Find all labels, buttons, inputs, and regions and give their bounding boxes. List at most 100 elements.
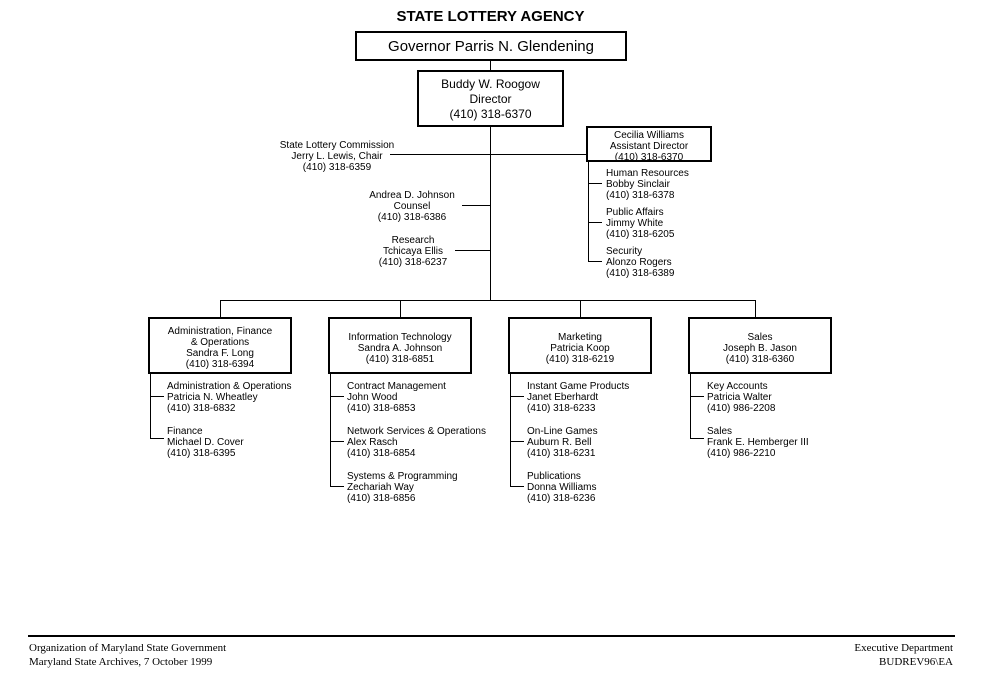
unit-person: Alex Rasch xyxy=(347,437,398,448)
commission-name: State Lottery Commission xyxy=(279,140,395,151)
unit-name: Sales xyxy=(707,426,733,437)
unit-name: On-Line Games xyxy=(527,426,598,437)
footer-left: Organization of Maryland State Governmen… xyxy=(29,641,226,669)
counsel-name: Andrea D. Johnson xyxy=(369,190,455,201)
unit-person: Auburn R. Bell xyxy=(527,437,592,448)
division-person: Sandra F. Long xyxy=(186,348,254,359)
unit-branch-line xyxy=(330,374,331,486)
counsel-role: Counsel xyxy=(393,201,431,212)
footer-rule xyxy=(28,635,955,637)
unit-name: Instant Game Products xyxy=(527,381,630,392)
division-name: Administration, Finance xyxy=(167,326,273,337)
unit-phone: (410) 318-6832 xyxy=(167,403,236,414)
unit-name: Human Resources xyxy=(606,168,689,179)
director-phone: (410) 318-6370 xyxy=(449,107,532,121)
unit-tick-line xyxy=(510,441,524,442)
unit-tick-line xyxy=(330,441,344,442)
unit-admin-operations: Administration & Operations Patricia N. … xyxy=(167,381,292,414)
unit-phone: (410) 318-6236 xyxy=(527,493,596,504)
unit-phone: (410) 318-6389 xyxy=(606,268,675,279)
footer-left-line1: Organization of Maryland State Governmen… xyxy=(29,642,227,654)
unit-branch-line xyxy=(150,374,151,438)
unit-person: Alonzo Rogers xyxy=(606,257,672,268)
footer-right-line1: Executive Department xyxy=(854,642,953,654)
division-name: Marketing xyxy=(558,332,602,343)
research-phone: (410) 318-6237 xyxy=(378,257,448,268)
division-admin-box: Administration, Finance & Operations San… xyxy=(148,317,292,374)
division-drop-line xyxy=(400,300,401,317)
research-name: Research xyxy=(391,235,435,246)
unit-name: Systems & Programming xyxy=(347,471,458,482)
research-person: Tchicaya Ellis xyxy=(382,246,444,257)
unit-name: Contract Management xyxy=(347,381,446,392)
unit-name: Administration & Operations xyxy=(167,381,292,392)
connector-line xyxy=(490,61,491,70)
unit-systems-programming: Systems & Programming Zechariah Way (410… xyxy=(347,471,458,504)
division-marketing-box: Marketing Patricia Koop (410) 318-6219 xyxy=(508,317,652,374)
unit-phone: (410) 986-2208 xyxy=(707,403,776,414)
main-spine-line xyxy=(490,127,491,300)
unit-key-accounts: Key Accounts Patricia Walter (410) 986-2… xyxy=(707,381,775,414)
unit-tick-line xyxy=(510,486,524,487)
unit-contract-management: Contract Management John Wood (410) 318-… xyxy=(347,381,446,414)
director-name: Buddy W. Roogow xyxy=(441,77,540,91)
footer-right: Executive Department BUDREV96\EA xyxy=(854,641,953,669)
unit-person: Michael D. Cover xyxy=(167,437,244,448)
division-phone: (410) 318-6394 xyxy=(185,359,255,370)
division-person: Sandra A. Johnson xyxy=(357,343,443,354)
director-box: Buddy W. Roogow Director (410) 318-6370 xyxy=(417,70,564,127)
assistant-unit-public-affairs: Public Affairs Jimmy White (410) 318-620… xyxy=(606,207,674,240)
unit-phone: (410) 318-6233 xyxy=(527,403,596,414)
division-sales-box: Sales Joseph B. Jason (410) 318-6360 xyxy=(688,317,832,374)
commission-phone: (410) 318-6359 xyxy=(302,162,372,173)
unit-online-games: On-Line Games Auburn R. Bell (410) 318-6… xyxy=(527,426,598,459)
unit-phone: (410) 318-6853 xyxy=(347,403,416,414)
unit-name: Network Services & Operations xyxy=(347,426,486,437)
unit-tick-line xyxy=(588,261,602,262)
unit-instant-games: Instant Game Products Janet Eberhardt (4… xyxy=(527,381,629,414)
division-drop-line xyxy=(580,300,581,317)
unit-finance: Finance Michael D. Cover (410) 318-6395 xyxy=(167,426,244,459)
unit-tick-line xyxy=(690,438,704,439)
unit-person: Zechariah Way xyxy=(347,482,414,493)
unit-person: Bobby Sinclair xyxy=(606,179,670,190)
unit-tick-line xyxy=(690,396,704,397)
assistant-unit-hr: Human Resources Bobby Sinclair (410) 318… xyxy=(606,168,689,201)
governor-label: Governor Parris N. Glendening xyxy=(388,38,594,55)
commission-person: Jerry L. Lewis, Chair xyxy=(291,151,383,162)
division-drop-line xyxy=(220,300,221,317)
assistant-unit-security: Security Alonzo Rogers (410) 318-6389 xyxy=(606,246,674,279)
unit-person: Janet Eberhardt xyxy=(527,392,599,403)
unit-tick-line xyxy=(588,222,602,223)
unit-tick-line xyxy=(150,438,164,439)
unit-tick-line xyxy=(510,396,524,397)
unit-tick-line xyxy=(330,486,344,487)
counsel-line xyxy=(462,205,490,206)
division-phone: (410) 318-6219 xyxy=(545,354,615,365)
assistant-name: Cecilia Williams xyxy=(613,130,684,141)
unit-person: Patricia Walter xyxy=(707,392,772,403)
unit-person: Frank E. Hemberger III xyxy=(707,437,809,448)
unit-phone: (410) 318-6378 xyxy=(606,190,675,201)
unit-tick-line xyxy=(330,396,344,397)
assistant-units-line xyxy=(588,162,589,262)
unit-tick-line xyxy=(150,396,164,397)
division-drop-line xyxy=(755,300,756,317)
unit-phone: (410) 986-2210 xyxy=(707,448,776,459)
unit-name: Security xyxy=(606,246,643,257)
assistant-phone: (410) 318-6370 xyxy=(614,152,684,163)
unit-person: Donna Williams xyxy=(527,482,597,493)
division-phone: (410) 318-6851 xyxy=(365,354,435,365)
governor-box: Governor Parris N. Glendening xyxy=(355,31,627,61)
unit-phone: (410) 318-6856 xyxy=(347,493,416,504)
unit-branch-line xyxy=(510,374,511,486)
division-name-cont: & Operations xyxy=(190,337,250,348)
research-block: Research Tchicaya Ellis (410) 318-6237 xyxy=(370,235,456,268)
unit-phone: (410) 318-6395 xyxy=(167,448,236,459)
unit-sales: Sales Frank E. Hemberger III (410) 986-2… xyxy=(707,426,809,459)
assistant-role: Assistant Director xyxy=(609,141,689,152)
commission-block: State Lottery Commission Jerry L. Lewis,… xyxy=(270,140,404,173)
unit-branch-line xyxy=(690,374,691,438)
division-name: Sales xyxy=(747,332,773,343)
unit-name: Key Accounts xyxy=(707,381,768,392)
